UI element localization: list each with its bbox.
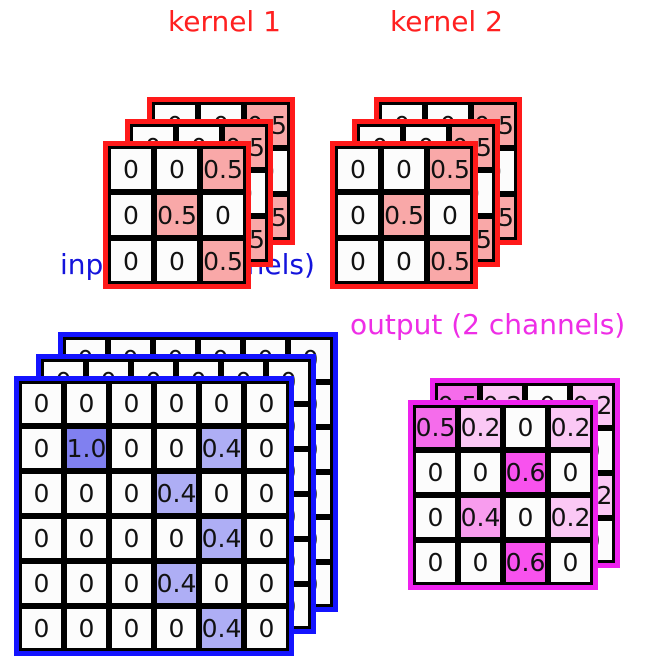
input-cell-0-3-3: 0	[154, 516, 199, 561]
input-cell-0-5-2: 0	[109, 606, 154, 651]
kernel1-cell-0-2-1: 0	[154, 238, 200, 284]
input-cell-0-1-1: 1.0	[64, 426, 109, 471]
kernel2-cell-0-2-1: 0	[381, 238, 427, 284]
kernel2-cell-0-1-0: 0	[335, 192, 381, 238]
output-cell-0-3-0: 0	[413, 540, 458, 585]
kernel2-cell-0-2-2: 0.5	[427, 238, 473, 284]
output-cell-0-2-3: 0.2	[548, 495, 593, 540]
input-cell-0-2-1: 0	[64, 471, 109, 516]
input-cell-0-3-2: 0	[109, 516, 154, 561]
input-cell-0-1-2: 0	[109, 426, 154, 471]
output-cell-0-0-3: 0.2	[548, 405, 593, 450]
input-cell-0-2-3: 0.4	[154, 471, 199, 516]
output-cell-0-0-0: 0.5	[413, 405, 458, 450]
input-cell-0-0-5: 0	[244, 381, 289, 426]
output-cell-0-1-1: 0	[458, 450, 503, 495]
output-cell-0-2-0: 0	[413, 495, 458, 540]
input-cell-0-0-1: 0	[64, 381, 109, 426]
kernel2-cell-0-0-1: 0	[381, 146, 427, 192]
input-cell-0-0-2: 0	[109, 381, 154, 426]
output-cell-0-1-2: 0.6	[503, 450, 548, 495]
kernel1-cell-0-1-0: 0	[108, 192, 154, 238]
input-cell-0-3-0: 0	[19, 516, 64, 561]
kernel1-cell-0-1-2: 0	[200, 192, 246, 238]
kernel2-cell-0-1-2: 0	[427, 192, 473, 238]
output-cell-0-0-2: 0	[503, 405, 548, 450]
kernel2-cell-0-0-2: 0.5	[427, 146, 473, 192]
kernel1-cell-0-0-0: 0	[108, 146, 154, 192]
diagram-canvas: kernel 1 000.500.50000.5000.500.50000.50…	[14, 5, 626, 656]
kernel1-cell-0-2-0: 0	[108, 238, 154, 284]
output-cell-0-2-1: 0.4	[458, 495, 503, 540]
kernel2-cell-0-0-0: 0	[335, 146, 381, 192]
output-cell-0-3-1: 0	[458, 540, 503, 585]
input-cell-0-3-4: 0.4	[199, 516, 244, 561]
input-cell-0-4-3: 0.4	[154, 561, 199, 606]
kernel1-title: kernel 1	[168, 5, 281, 38]
input-cell-0-2-4: 0	[199, 471, 244, 516]
input-cell-0-0-0: 0	[19, 381, 64, 426]
input-cell-0-2-5: 0	[244, 471, 289, 516]
input-cell-0-4-5: 0	[244, 561, 289, 606]
input-cell-0-5-1: 0	[64, 606, 109, 651]
input-cell-0-4-4: 0	[199, 561, 244, 606]
input-cell-0-1-0: 0	[19, 426, 64, 471]
output-cell-0-1-3: 0	[548, 450, 593, 495]
input-cell-0-1-4: 0.4	[199, 426, 244, 471]
kernel2-cell-0-2-0: 0	[335, 238, 381, 284]
input-cell-0-3-1: 0	[64, 516, 109, 561]
input-cell-0-5-4: 0.4	[199, 606, 244, 651]
kernel1-cell-0-2-2: 0.5	[200, 238, 246, 284]
input-cell-0-5-0: 0	[19, 606, 64, 651]
kernel2-title: kernel 2	[390, 5, 503, 38]
input-cell-0-3-5: 0	[244, 516, 289, 561]
output-cell-0-3-2: 0.6	[503, 540, 548, 585]
input-cell-0-4-1: 0	[64, 561, 109, 606]
kernel1-cell-0-0-1: 0	[154, 146, 200, 192]
input-cell-0-1-3: 0	[154, 426, 199, 471]
output-title: output (2 channels)	[350, 308, 626, 341]
output-cell-0-3-3: 0	[548, 540, 593, 585]
output-cell-0-1-0: 0	[413, 450, 458, 495]
input-cell-0-1-5: 0	[244, 426, 289, 471]
output-cell-0-0-1: 0.2	[458, 405, 503, 450]
input-cell-0-2-2: 0	[109, 471, 154, 516]
input-cell-0-0-3: 0	[154, 381, 199, 426]
input-cell-0-0-4: 0	[199, 381, 244, 426]
output-cell-0-2-2: 0	[503, 495, 548, 540]
input-cell-0-2-0: 0	[19, 471, 64, 516]
input-cell-0-4-0: 0	[19, 561, 64, 606]
input-cell-0-4-2: 0	[109, 561, 154, 606]
input-cell-0-5-3: 0	[154, 606, 199, 651]
kernel2-cell-0-1-1: 0.5	[381, 192, 427, 238]
input-cell-0-5-5: 0	[244, 606, 289, 651]
kernel1-cell-0-1-1: 0.5	[154, 192, 200, 238]
kernel1-cell-0-0-2: 0.5	[200, 146, 246, 192]
